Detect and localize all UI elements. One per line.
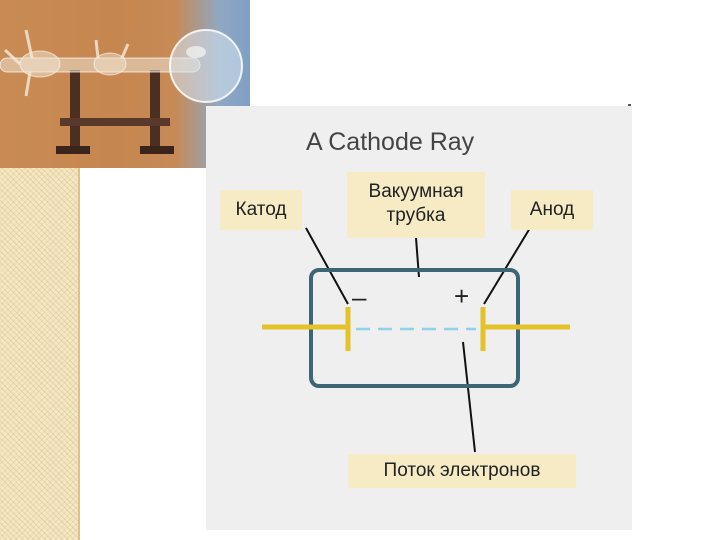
- label-electron-stream-text: Поток электронов: [383, 460, 541, 481]
- decorative-patterned-strip: [0, 168, 78, 540]
- glass-bulb-small: [19, 50, 61, 78]
- positive-sign: +: [454, 281, 470, 311]
- side-arms: [3, 29, 130, 97]
- strip-edge: [78, 168, 80, 540]
- stand-foot-left: [56, 146, 90, 154]
- leader-line-cathode: [305, 227, 349, 305]
- stand-leg-left: [70, 70, 80, 150]
- stand-foot-right: [140, 146, 174, 154]
- glass-highlight: [186, 46, 206, 58]
- diagram-title: A Cathode Ray: [306, 128, 475, 156]
- glass-bulb-large: [169, 29, 243, 103]
- negative-sign: –: [352, 282, 367, 312]
- leader-line-stream: [462, 341, 476, 453]
- label-tube-line1: Вакуумная: [368, 181, 464, 202]
- stand-leg-right: [150, 70, 160, 150]
- label-tube-line2: трубка: [386, 205, 446, 226]
- leader-line-anode: [483, 227, 531, 305]
- corner-mark: [628, 104, 631, 106]
- label-anode: Анод: [511, 190, 593, 230]
- glass-bulb-middle: [93, 52, 127, 76]
- label-cathode-text: Катод: [235, 199, 287, 220]
- label-electron-stream: Поток электронов: [348, 454, 576, 488]
- tube-photo-drawing: [0, 29, 243, 154]
- cathode-ray-tube-photo: [0, 0, 250, 168]
- label-anode-text: Анод: [529, 199, 575, 220]
- label-vacuum-tube: Вакуумная трубка: [347, 172, 485, 238]
- label-cathode: Катод: [220, 190, 302, 230]
- stand-crossbar: [60, 118, 170, 126]
